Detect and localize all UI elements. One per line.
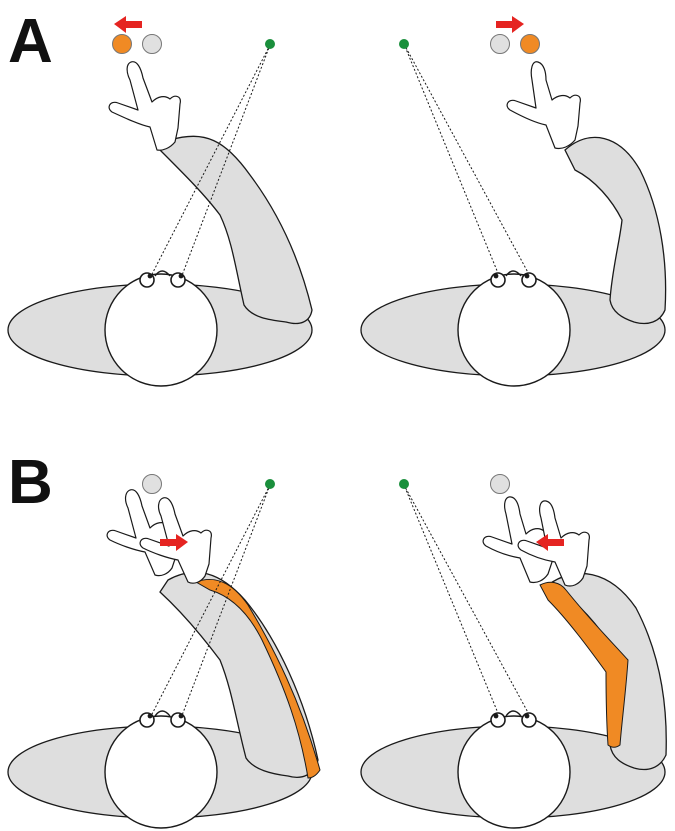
target-dot-icon	[521, 35, 540, 54]
fixation-dot-icon	[399, 39, 409, 49]
fixation-dot-icon	[265, 479, 275, 489]
red-arrow-icon	[496, 16, 524, 33]
fixation-dot-icon	[399, 479, 409, 489]
pointing-glove-icon	[507, 62, 580, 149]
red-arrow-icon	[114, 16, 142, 33]
scene-a-right	[361, 16, 666, 386]
scene-a-left	[8, 16, 312, 386]
sight-lines	[404, 44, 531, 278]
target-dot-icon	[143, 475, 162, 494]
scene-b-right	[361, 475, 666, 829]
panel-a: A	[8, 7, 666, 386]
target-dot-icon	[491, 475, 510, 494]
target-dot-icon	[143, 35, 162, 54]
target-dot-icon	[113, 35, 132, 54]
head	[105, 716, 217, 828]
panel-label-b: B	[8, 448, 53, 517]
head	[458, 716, 570, 828]
head	[458, 274, 570, 386]
target-dot-icon	[491, 35, 510, 54]
scene-b-left	[8, 475, 320, 829]
head	[105, 274, 217, 386]
pointing-glove-icon	[109, 62, 180, 150]
panel-label-a: A	[8, 7, 53, 76]
panel-b: B	[8, 448, 666, 828]
fixation-dot-icon	[265, 39, 275, 49]
